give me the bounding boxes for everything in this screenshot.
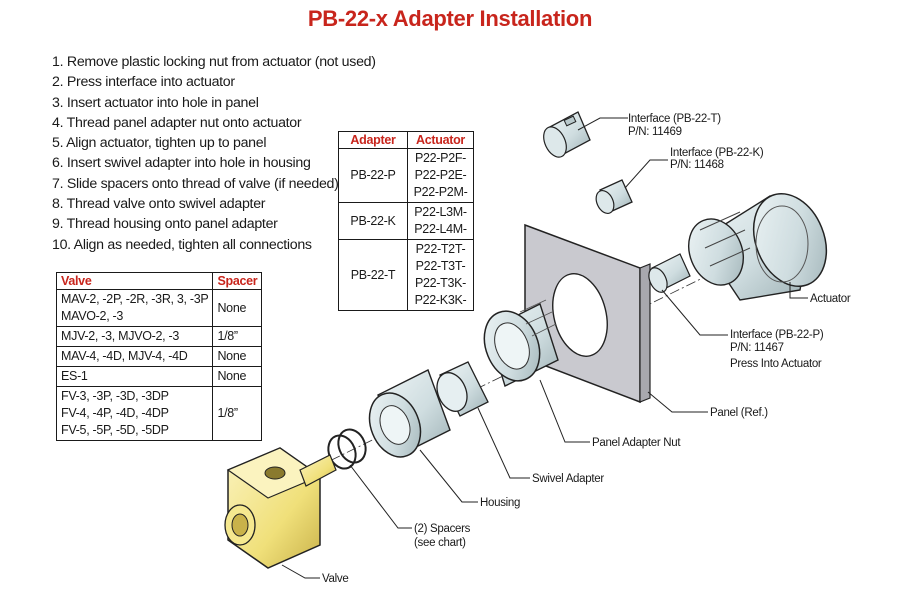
valve-text: FV-4, -4P, -4D, -4DP [61, 406, 169, 420]
valve-cell: ES-1 [55, 366, 214, 387]
spacer-cell: None [212, 346, 263, 367]
actuator-text: P22-P2M- [413, 185, 468, 199]
callout-panel-adapter-nut: Panel Adapter Nut [592, 437, 681, 449]
leader-panel-adapter-nut [539, 379, 590, 443]
callout-interface-t-pn: P/N: 11469 [628, 126, 682, 138]
leader-panel [647, 391, 708, 413]
callout-swivel-adapter: Swivel Adapter [532, 473, 604, 485]
callout-interface-k-name: Interface (PB-22-K) [670, 147, 764, 159]
callout-spacers: (2) Spacers [414, 523, 471, 535]
actuator-body [688, 192, 828, 301]
adapter-cell: PB-22-T [338, 239, 408, 311]
valve-body [224, 447, 337, 569]
step-item: 6. Insert swivel adapter into hole in ho… [52, 155, 311, 172]
callout-actuator: Actuator [810, 293, 851, 305]
instruction-steps: 1. Remove plastic locking nut from actua… [52, 52, 376, 255]
spacer-cell: 1/8” [212, 386, 263, 441]
callout-interface-p-note: Press Into Actuator [730, 358, 822, 370]
step-item: 8. Thread valve onto swivel adapter [52, 196, 266, 213]
table-row: MAV-4, -4D, MJV-4, -4D None [55, 346, 263, 367]
table-row: MJV-2, -3, MJVO-2, -3 1/8” [55, 326, 263, 347]
interface-t-part [543, 111, 591, 158]
actuator-text: P22-T3T- [415, 259, 466, 273]
adapter-cell: PB-22-P [338, 148, 408, 203]
leader-actuator [789, 282, 808, 299]
leader-valve [281, 564, 320, 579]
table-header-row: Adapter Actuator [338, 131, 474, 149]
leader-housing [419, 449, 478, 503]
valve-text: ES-1 [61, 369, 88, 383]
panel-adapter-nut [483, 299, 559, 387]
spacer-cell: None [212, 366, 263, 387]
step-item: 5. Align actuator, tighten up to panel [52, 135, 267, 152]
actuator-cell: P22-T2T- P22-T3T- P22-T3K- P22-K3K- [407, 239, 474, 311]
leader-interface-t [577, 117, 628, 131]
valve-text: MAVO-2, -3 [61, 309, 124, 323]
table-row: FV-3, -3P, -3D, -3DP FV-4, -4P, -4D, -4D… [55, 386, 263, 441]
valve-text: FV-3, -3P, -3D, -3DP [61, 389, 169, 403]
callout-housing: Housing [480, 497, 520, 509]
leader-swivel-adapter [477, 407, 530, 479]
valve-cell: MAV-2, -2P, -2R, -3R, 3, -3P MAVO-2, -3 [55, 289, 214, 327]
valve-text: MAV-2, -2P, -2R, -3R, 3, -3P [61, 292, 209, 306]
valve-text: MAV-4, -4D, MJV-4, -4D [61, 349, 188, 363]
actuator-text: P22-P2E- [414, 168, 467, 182]
step-item: 1. Remove plastic locking nut from actua… [52, 54, 376, 70]
swivel-adapter [436, 361, 489, 417]
callout-interface-p-name: Interface (PB-22-P) [730, 329, 824, 341]
step-item: 10. Align as needed, tighten all connect… [52, 236, 312, 253]
table-header-row: Valve Spacer [55, 272, 263, 290]
valve-text: MJV-2, -3, MJVO-2, -3 [61, 329, 180, 343]
step-item: 7. Slide spacers onto thread of valve (i… [52, 175, 339, 192]
callout-interface-t-name: Interface (PB-22-T) [628, 113, 721, 125]
adapter-cell: PB-22-K [338, 202, 408, 240]
adapter-actuator-table: Adapter Actuator PB-22-P P22-P2F- P22-P2… [338, 131, 474, 311]
valve-spacer-table: Valve Spacer MAV-2, -2P, -2R, -3R, 3, -3… [55, 272, 263, 441]
actuator-text: P22-P2F- [414, 151, 467, 165]
valve-cell: FV-3, -3P, -3D, -3DP FV-4, -4P, -4D, -4D… [55, 386, 214, 441]
step-item: 3. Insert actuator into hole in panel [52, 94, 259, 111]
actuator-text: P22-L4M- [414, 222, 467, 236]
spacer-cell: None [212, 289, 263, 327]
table-row: PB-22-K P22-L3M- P22-L4M- [338, 202, 474, 240]
actuator-text: P22-T3K- [414, 276, 467, 290]
table-row: PB-22-P P22-P2F- P22-P2E- P22-P2M- [338, 148, 474, 203]
step-item: 9. Thread housing onto panel adapter [52, 216, 278, 233]
interface-k-part [595, 179, 633, 214]
actuator-cell: P22-L3M- P22-L4M- [407, 202, 474, 240]
leader-interface-k [624, 159, 668, 189]
table-row: ES-1 None [55, 366, 263, 387]
table-row: MAV-2, -2P, -2R, -3R, 3, -3P MAVO-2, -3 … [55, 289, 263, 327]
table-row: PB-22-T P22-T2T- P22-T3T- P22-T3K- P22-K… [338, 239, 474, 311]
valve-cell: MAV-4, -4D, MJV-4, -4D [55, 346, 214, 367]
callout-valve: Valve [322, 573, 348, 585]
actuator-text: P22-K3K- [414, 293, 467, 307]
callout-interface-p-pn: P/N: 11467 [730, 342, 784, 354]
actuator-text: P22-T2T- [415, 242, 466, 256]
step-item: 4. Thread panel adapter nut onto actuato… [52, 114, 302, 131]
callout-interface-k-pn: P/N: 11468 [670, 159, 724, 171]
valve-text: FV-5, -5P, -5D, -5DP [61, 423, 169, 437]
column-header-spacer: Spacer [212, 272, 263, 290]
step-item: 2. Press interface into actuator [52, 74, 235, 91]
valve-cell: MJV-2, -3, MJVO-2, -3 [55, 326, 214, 347]
callout-panel: Panel (Ref.) [710, 407, 768, 419]
leader-spacers [349, 464, 412, 529]
housing-part [368, 369, 451, 458]
leader-interface-p [661, 289, 728, 336]
column-header-actuator: Actuator [407, 131, 474, 149]
interface-p-part [648, 253, 691, 293]
actuator-cell: P22-P2F- P22-P2E- P22-P2M- [407, 148, 474, 203]
actuator-text: P22-L3M- [414, 205, 467, 219]
callout-spacers-note: (see chart) [414, 537, 466, 549]
page-title: PB-22-x Adapter Installation [307, 6, 593, 31]
